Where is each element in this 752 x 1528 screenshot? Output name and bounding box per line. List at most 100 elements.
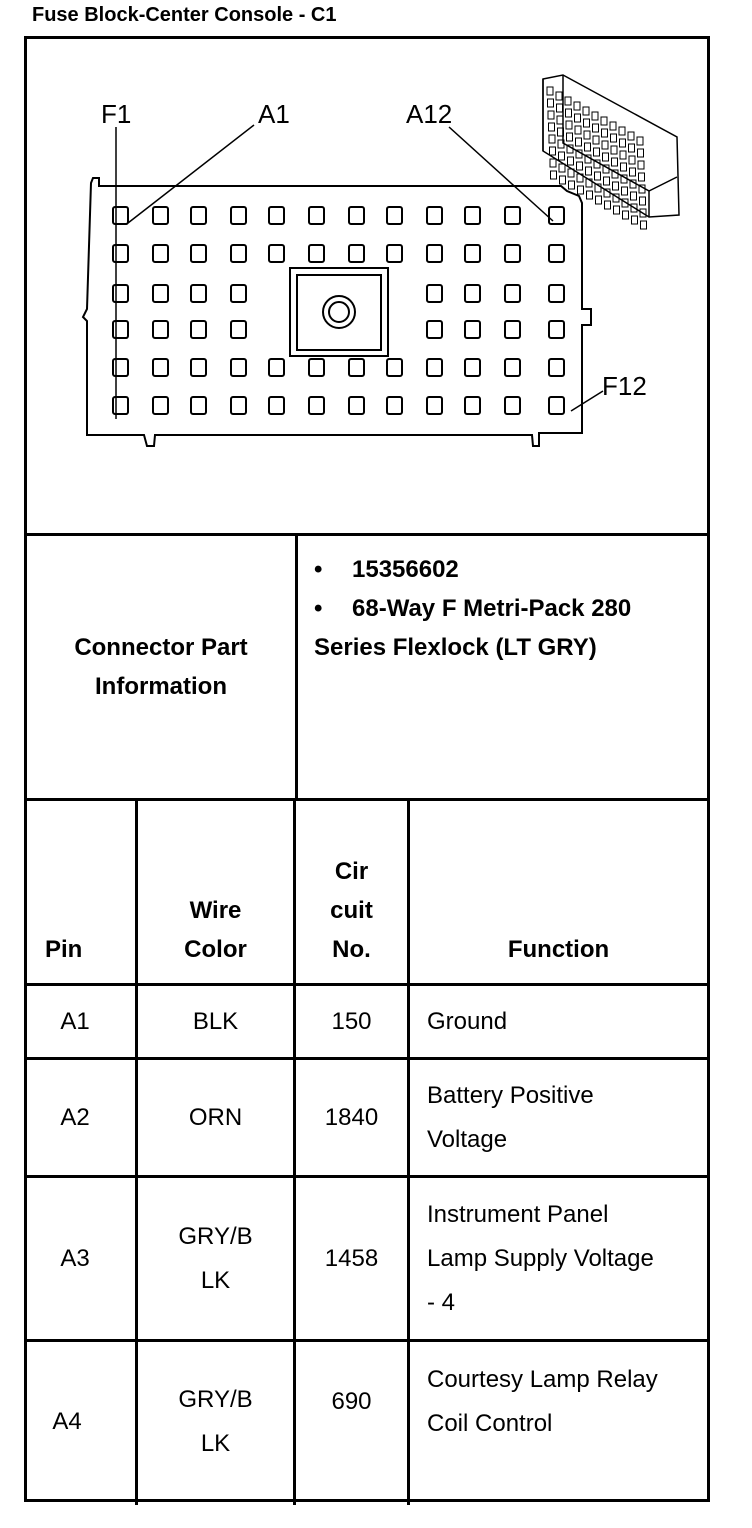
pin-cavity bbox=[190, 244, 207, 263]
pin-cavity bbox=[386, 396, 403, 415]
mini-pin-cell bbox=[549, 146, 556, 156]
pin-cavity bbox=[268, 358, 285, 377]
pin-cavity bbox=[426, 206, 443, 225]
mini-pin-cell bbox=[613, 205, 620, 215]
mini-pin-cell bbox=[574, 113, 581, 123]
pin-cavity bbox=[548, 320, 565, 339]
mini-pin-cell bbox=[585, 166, 592, 176]
mini-pin-cell bbox=[557, 139, 565, 149]
pin-cavity bbox=[230, 206, 247, 225]
mini-pin-cell bbox=[547, 98, 554, 108]
divider bbox=[295, 533, 298, 798]
mini-pin-cell bbox=[576, 161, 583, 171]
pin-cavity bbox=[504, 358, 521, 377]
mini-pin-cell bbox=[612, 181, 619, 191]
pin-cavity bbox=[230, 320, 247, 339]
mini-pin-cell bbox=[548, 122, 555, 132]
pin-cavity bbox=[308, 396, 325, 415]
mini-pin-cell bbox=[556, 103, 563, 113]
pin-cavity bbox=[230, 358, 247, 377]
mini-pin-cell bbox=[630, 203, 638, 213]
mini-pin-cell bbox=[611, 157, 618, 167]
table-cell-wire-color: BLK bbox=[192, 1007, 239, 1035]
pin-cavity bbox=[268, 244, 285, 263]
mini-pin-cell bbox=[546, 86, 554, 96]
pin-cavity bbox=[190, 396, 207, 415]
pin-cavity bbox=[308, 358, 325, 377]
pin-cavity bbox=[464, 206, 481, 225]
mini-pin-cell bbox=[547, 110, 555, 120]
mini-pin-cell bbox=[600, 116, 608, 126]
mini-pin-cell bbox=[559, 175, 566, 185]
table-cell-function: Ground bbox=[427, 1007, 508, 1035]
pin-cavity bbox=[152, 206, 169, 225]
mini-pin-cell bbox=[601, 128, 608, 138]
bullet-item: • 15356602 bbox=[314, 550, 691, 589]
table-cell-function: Instrument Panel Lamp Supply Voltage - 4 bbox=[427, 1200, 654, 1316]
mini-pin-cell bbox=[639, 196, 646, 206]
mini-pin-cell bbox=[550, 170, 557, 180]
mini-pin-cell bbox=[584, 154, 592, 164]
mini-pin-cell bbox=[568, 180, 575, 190]
mini-pin-cell bbox=[629, 167, 636, 177]
connector-sheet: F1 A1 A12 F12 Connector Part Information… bbox=[24, 36, 710, 1505]
pin-cavity bbox=[348, 206, 365, 225]
pin-cavity bbox=[152, 284, 169, 303]
pin-cavity bbox=[426, 396, 443, 415]
mini-pin-cell bbox=[586, 190, 593, 200]
mini-pin-cell bbox=[637, 160, 645, 170]
mini-pin-cell bbox=[639, 208, 647, 218]
mini-pin-cell bbox=[557, 127, 564, 137]
pin-cavity bbox=[268, 396, 285, 415]
pin-cavity bbox=[308, 244, 325, 263]
label-a1: A1 bbox=[258, 99, 290, 129]
pin-cavity bbox=[464, 244, 481, 263]
divider bbox=[407, 798, 410, 1505]
mini-pin-cell bbox=[610, 133, 617, 143]
part-number: 15356602 bbox=[352, 556, 459, 583]
pin-cavity bbox=[152, 358, 169, 377]
pin-cavity bbox=[548, 284, 565, 303]
mini-pin-cell bbox=[630, 191, 637, 201]
mini-pin-cell bbox=[629, 179, 637, 189]
mini-pin-cell bbox=[611, 169, 619, 179]
bullet-symbol: • bbox=[314, 556, 323, 583]
pin-cavity bbox=[504, 206, 521, 225]
header-circuit-no: Cir cuit No. bbox=[330, 858, 373, 963]
mini-pin-cell bbox=[565, 120, 573, 130]
mini-pin-cell bbox=[567, 168, 575, 178]
mini-pin-cell bbox=[619, 150, 627, 160]
label-a12: A12 bbox=[406, 99, 452, 129]
table-cell-function: Courtesy Lamp Relay Coil Control bbox=[427, 1366, 658, 1437]
pin-cavity bbox=[112, 396, 129, 415]
mini-pin-cell bbox=[631, 215, 638, 225]
divider bbox=[293, 798, 296, 1505]
table-cell-pin: A2 bbox=[60, 1103, 90, 1131]
page-title: Fuse Block-Center Console - C1 bbox=[32, 4, 337, 26]
connector-info-value: • 15356602 •68-Way F Metri-Pack 280 Seri… bbox=[298, 536, 707, 798]
pin-cavity bbox=[152, 320, 169, 339]
pin-cavity bbox=[230, 244, 247, 263]
leader-lines bbox=[115, 124, 604, 419]
mini-pin-cell bbox=[565, 108, 572, 118]
mini-pin-cell bbox=[621, 198, 629, 208]
mini-pin-cell bbox=[636, 136, 644, 146]
divider bbox=[27, 533, 707, 536]
mini-pin-cell bbox=[549, 158, 557, 168]
pin-cavity bbox=[190, 284, 207, 303]
mini-pin-cell bbox=[604, 200, 611, 210]
mini-pin-cell bbox=[582, 106, 590, 116]
divider bbox=[27, 1339, 707, 1342]
connector-face-diagram: F1 A1 A12 F12 bbox=[81, 74, 680, 447]
pin-cavity bbox=[464, 396, 481, 415]
pin-cavity bbox=[230, 284, 247, 303]
header-pin: Pin bbox=[45, 936, 83, 963]
connector-body bbox=[81, 177, 592, 447]
pin-cavity bbox=[348, 244, 365, 263]
pin-cavity bbox=[112, 284, 129, 303]
label-f12: F12 bbox=[602, 371, 647, 401]
mini-pin-cell bbox=[612, 193, 620, 203]
mini-pin-cell bbox=[602, 164, 610, 174]
mini-pin-cell bbox=[591, 111, 599, 121]
mini-pin-cell bbox=[603, 176, 610, 186]
